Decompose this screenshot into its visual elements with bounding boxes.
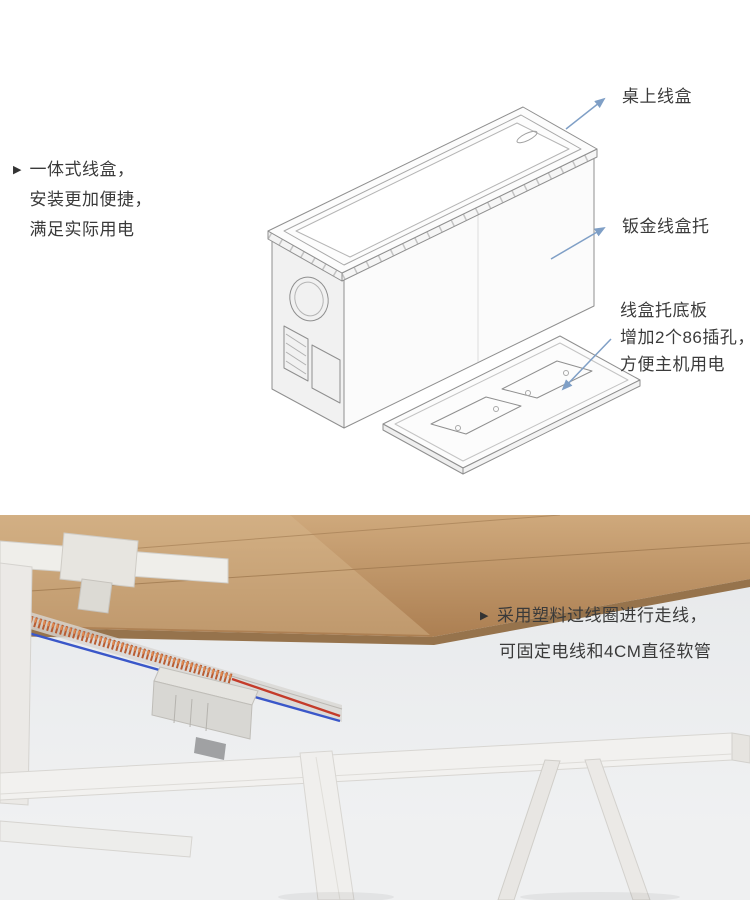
caption-line-1-wrap: ▶ 采用塑料过线圈进行走线， — [480, 601, 711, 631]
bottom-plate-drawing — [382, 335, 641, 475]
technical-drawing-svg — [267, 97, 641, 475]
intro-line-2: 安装更加便捷， — [29, 190, 152, 209]
callout-bottom-plate-line-3: 方便主机用电 — [620, 355, 725, 374]
under-desk-cable-box — [151, 666, 259, 760]
intro-line-3: 满足实际用电 — [29, 220, 135, 239]
photo-caption: ▶ 采用塑料过线圈进行走线， 可固定电线和4CM直径软管 — [480, 601, 711, 667]
under-desk-photo-illustration — [0, 515, 750, 900]
bullet-triangle-icon: ▶ — [13, 164, 22, 176]
frame-and-legs — [0, 562, 750, 900]
callout-label-sheet-metal-tray: 钣金线盒托 — [622, 217, 710, 236]
arrow-desktop-box — [565, 97, 606, 130]
red-cable — [231, 677, 341, 718]
arrow-sheet-metal-tray — [550, 226, 606, 260]
intro-line-1: 一体式线盒， — [29, 160, 135, 179]
callout-label-bottom-plate: 线盒托底板 增加2个86插孔， 方便主机用电 — [620, 297, 750, 378]
photo-section: ▶ 采用塑料过线圈进行走线， 可固定电线和4CM直径软管 — [0, 515, 750, 900]
bullet-triangle-icon: ▶ — [480, 610, 489, 622]
intro-lines: 一体式线盒， 安装更加便捷， 满足实际用电 — [29, 155, 152, 245]
callout-bottom-plate-line-2: 增加2个86插孔， — [620, 328, 750, 347]
caption-line-1: 采用塑料过线圈进行走线， — [496, 606, 707, 625]
top-mounting-beam — [0, 532, 229, 614]
caption-line-2: 可固定电线和4CM直径软管 — [499, 642, 712, 661]
callout-arrows — [550, 97, 612, 391]
arrow-bottom-plate — [561, 338, 612, 391]
intro-text-block: ▶ 一体式线盒， 安装更加便捷， 满足实际用电 — [13, 155, 152, 245]
cable-box-drawing — [267, 106, 598, 429]
product-diagram-section: ▶ 一体式线盒， 安装更加便捷， 满足实际用电 桌上线盒 钣金线盒托 线盒托底板… — [13, 87, 750, 475]
callout-label-desktop-box: 桌上线盒 — [622, 87, 692, 106]
callout-bottom-plate-line-1: 线盒托底板 — [620, 301, 708, 320]
